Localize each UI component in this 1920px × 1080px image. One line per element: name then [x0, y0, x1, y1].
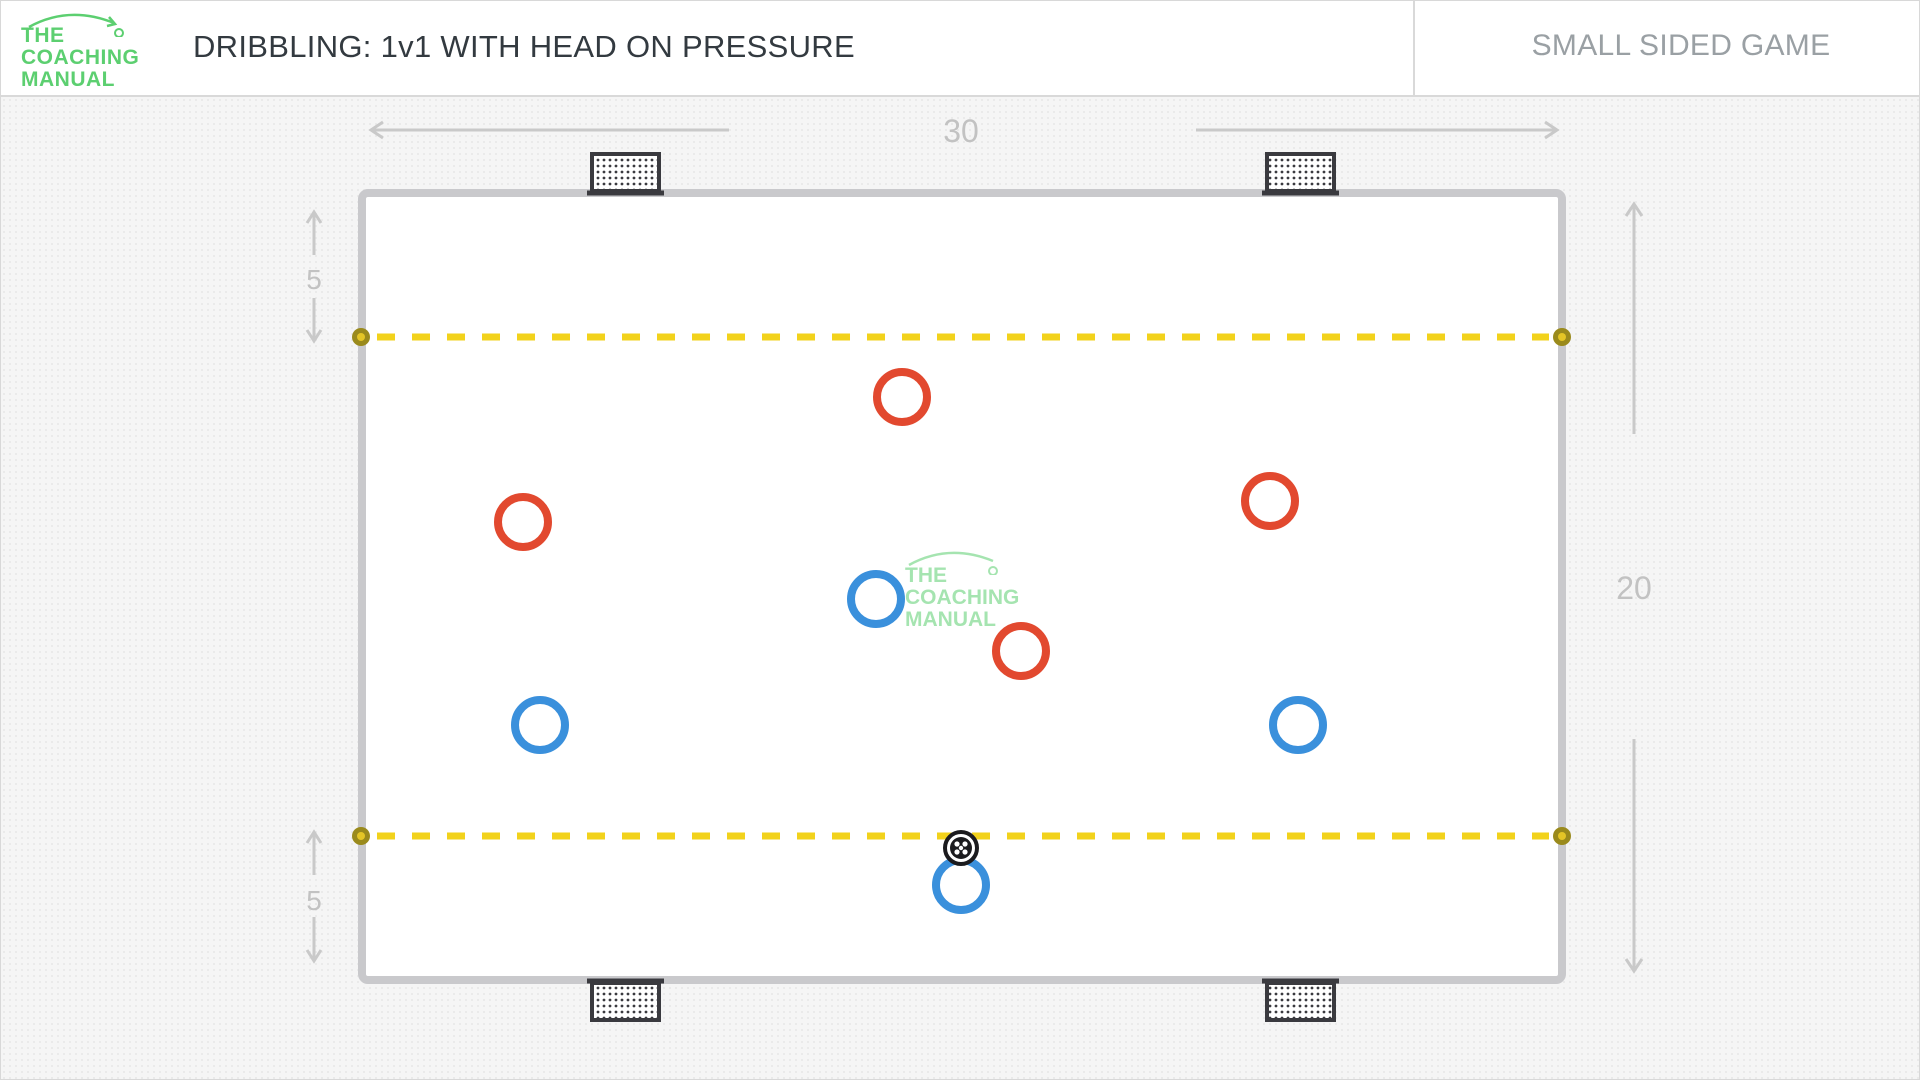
bottom-zone-arrow-up-head: [305, 829, 323, 844]
cone-markers: [352, 328, 1571, 845]
soccer-ball-icon[interactable]: [943, 830, 979, 866]
goal-bottom-right-icon: [1262, 978, 1339, 1022]
logo-swoosh-icon: [28, 13, 124, 37]
watermark-line-2: COACHING: [905, 586, 1020, 609]
top-zone-label: 5: [306, 264, 322, 295]
blue-player[interactable]: [511, 696, 569, 754]
logo-line-2: COACHING: [21, 46, 140, 69]
bottom-zone-arrow-down-head: [305, 949, 323, 964]
logo-line-3: MANUAL: [21, 68, 115, 91]
watermark-swoosh-icon: [908, 551, 998, 575]
bottom-zone-label: 5: [306, 885, 322, 916]
goal-top-right-icon: [1262, 152, 1339, 196]
red-player[interactable]: [1241, 472, 1299, 530]
header-divider: [1413, 1, 1415, 95]
width-dimension: 30: [368, 113, 1560, 149]
height-arrow-top-head: [1624, 201, 1644, 217]
watermark-line-1: THE: [905, 564, 947, 587]
drill-title: DRIBBLING: 1v1 WITH HEAD ON PRESSURE: [193, 29, 855, 64]
coaching-manual-logo: THE COACHING MANUAL: [15, 11, 155, 91]
goal-bottom-left-icon: [587, 978, 664, 1022]
height-dimension: 20: [1616, 201, 1652, 974]
top-zone-arrow-down-head: [305, 329, 323, 344]
red-player[interactable]: [494, 493, 552, 551]
logo-line-1: THE: [21, 24, 65, 47]
height-arrow-bottom-head: [1624, 958, 1644, 974]
watermark-line-3: MANUAL: [905, 608, 996, 631]
goal-top-left-icon: [587, 152, 664, 196]
blue-player[interactable]: [1269, 696, 1327, 754]
top-zone-arrow-up-head: [305, 209, 323, 224]
width-arrow-right-head: [1544, 120, 1560, 140]
bottom-zone-dimension: 5: [305, 829, 323, 964]
width-label: 30: [943, 113, 979, 149]
red-player[interactable]: [992, 622, 1050, 680]
red-team: [494, 368, 1299, 680]
watermark-logo: THE COACHING MANUAL: [901, 551, 1041, 631]
height-label: 20: [1616, 570, 1652, 606]
header-bar: THE COACHING MANUAL DRIBBLING: 1v1 WITH …: [1, 1, 1919, 97]
top-zone-dimension: 5: [305, 209, 323, 344]
game-type-label: SMALL SIDED GAME: [1531, 29, 1831, 62]
blue-player[interactable]: [847, 570, 905, 628]
width-arrow-left-head: [368, 120, 384, 140]
red-player[interactable]: [873, 368, 931, 426]
pitch-boundary: [358, 189, 1566, 984]
